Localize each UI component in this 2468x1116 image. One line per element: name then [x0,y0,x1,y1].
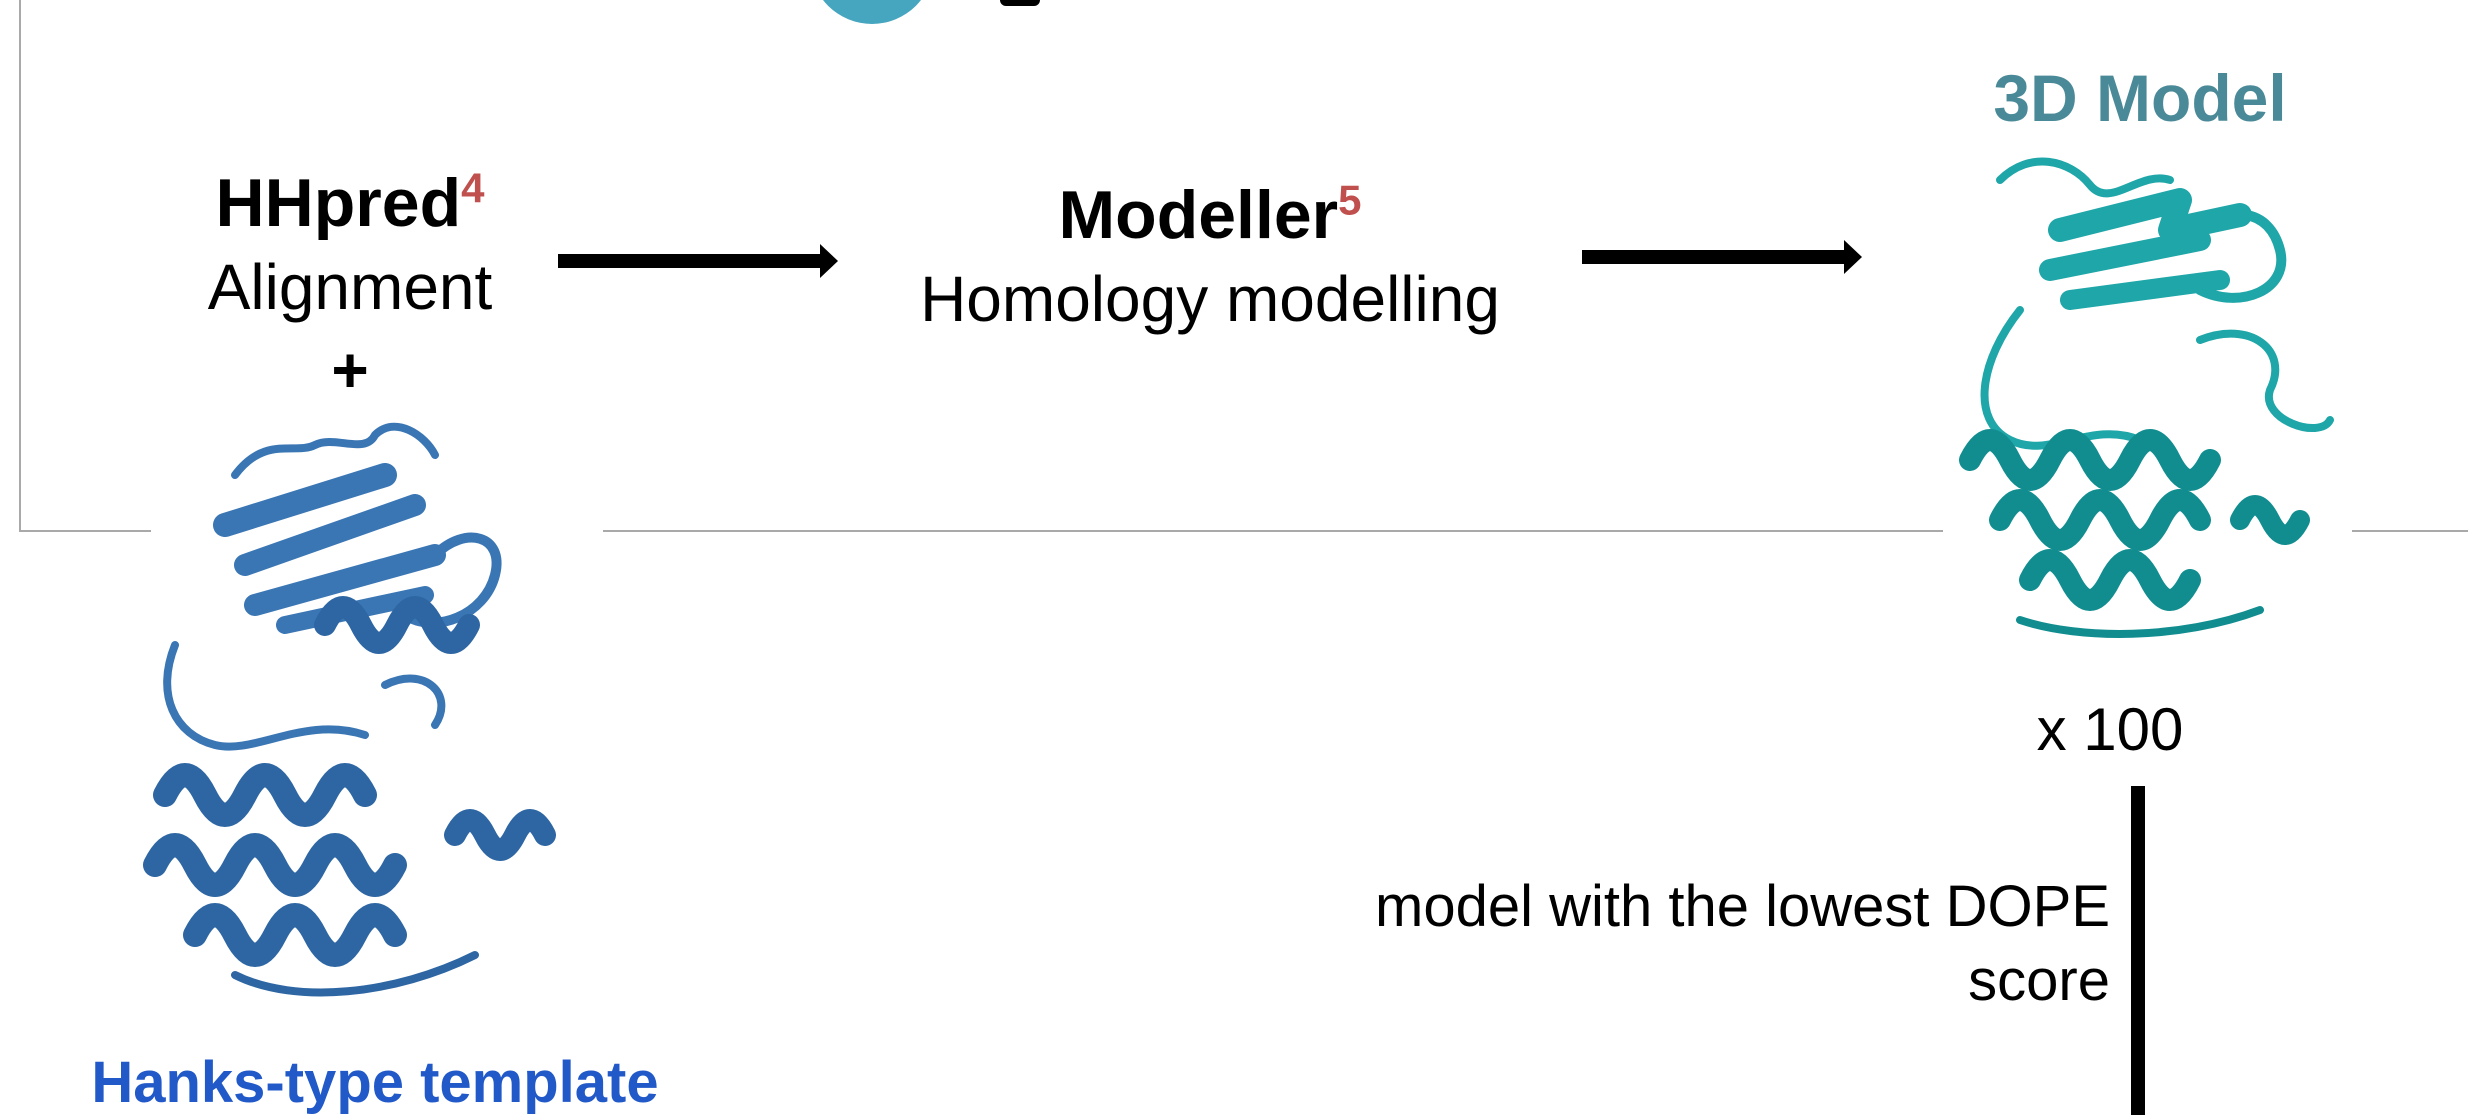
frame-left-border [19,0,21,532]
frame-bottom-border-left [19,530,151,532]
modeller-ref: 5 [1338,176,1362,224]
template-label: Hanks-type template [91,1050,659,1115]
model-title: 3D Model [1993,61,2287,135]
modeller-subtitle: Homology modelling [920,263,1500,335]
arrow-modeller-to-model [1582,240,1862,274]
hhpred-title: HHpred [215,165,462,241]
hhpred-subtitle: Alignment [207,251,493,323]
selection-criterion-text: model with the lowest DOPE score [1200,870,2110,1018]
modeller-title: Modeller [1058,177,1339,253]
step-number-circle [810,0,934,24]
modeller-title-line: Modeller5 [880,172,1540,258]
selection-line-2: score [1968,948,2110,1013]
hhpred-title-line: HHpred4 [150,160,550,246]
hhpred-block: HHpred4 Alignment + [150,160,550,412]
selection-arrow-line [2131,786,2145,1115]
selection-line-1: model with the lowest DOPE [1375,874,2110,939]
modeller-block: Modeller5 Homology modelling [880,172,1540,340]
frame-bottom-border-middle [603,530,1943,532]
hhpred-ref: 4 [461,164,485,212]
model-count: x 100 [2036,696,2184,763]
arrow-hhpred-to-modeller [558,244,838,278]
frame-bottom-border-right [2352,530,2468,532]
plus-sign: + [331,334,369,406]
heading-fragment [1000,0,1040,6]
template-protein-image [143,422,556,997]
3d-model-protein-image [1959,157,2334,638]
